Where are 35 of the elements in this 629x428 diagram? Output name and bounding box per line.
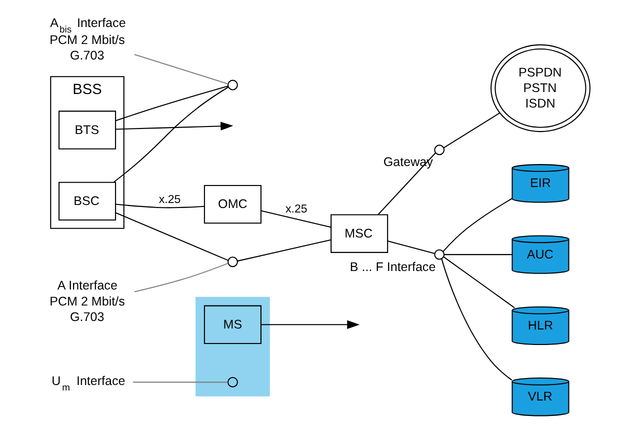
node-text: U$_{m}$ Interface xyxy=(51,374,125,392)
node-circle xyxy=(434,144,444,156)
node-box: BSC xyxy=(58,182,116,221)
edge-label: x.25 xyxy=(158,194,180,206)
node-label: B ... F Interface xyxy=(349,260,436,274)
connector xyxy=(114,212,228,261)
cluster xyxy=(195,296,270,396)
connector xyxy=(115,86,228,122)
connector xyxy=(260,210,331,228)
connector xyxy=(387,240,434,254)
node-ellipse: PSPDN PSTN ISDN xyxy=(490,44,590,132)
connector xyxy=(115,204,204,208)
node-circle xyxy=(226,256,238,268)
node-text: A Interface PCM 2 Mbit/s G.703 xyxy=(49,278,124,324)
node-circle xyxy=(434,249,444,260)
connector xyxy=(236,239,330,262)
connector xyxy=(113,86,228,182)
connector xyxy=(134,54,228,84)
node-circle xyxy=(226,80,238,90)
connector xyxy=(132,382,228,383)
connector xyxy=(442,112,500,148)
arrow xyxy=(260,320,360,330)
connector xyxy=(442,256,514,308)
connector xyxy=(440,258,512,381)
edge-label: x.25 xyxy=(285,203,307,216)
connector xyxy=(444,254,512,256)
node-circle xyxy=(226,376,238,388)
node-box: MS xyxy=(203,305,261,344)
node-text: A$_{bis}$ Interface PCM 2 Mbit/s G.703 xyxy=(49,16,126,63)
arrow xyxy=(115,122,233,131)
node-box: OMC xyxy=(203,184,261,224)
node-box: MSC xyxy=(330,214,388,253)
node-box: BTS xyxy=(58,110,116,150)
connector xyxy=(134,262,228,292)
connector xyxy=(442,198,512,252)
